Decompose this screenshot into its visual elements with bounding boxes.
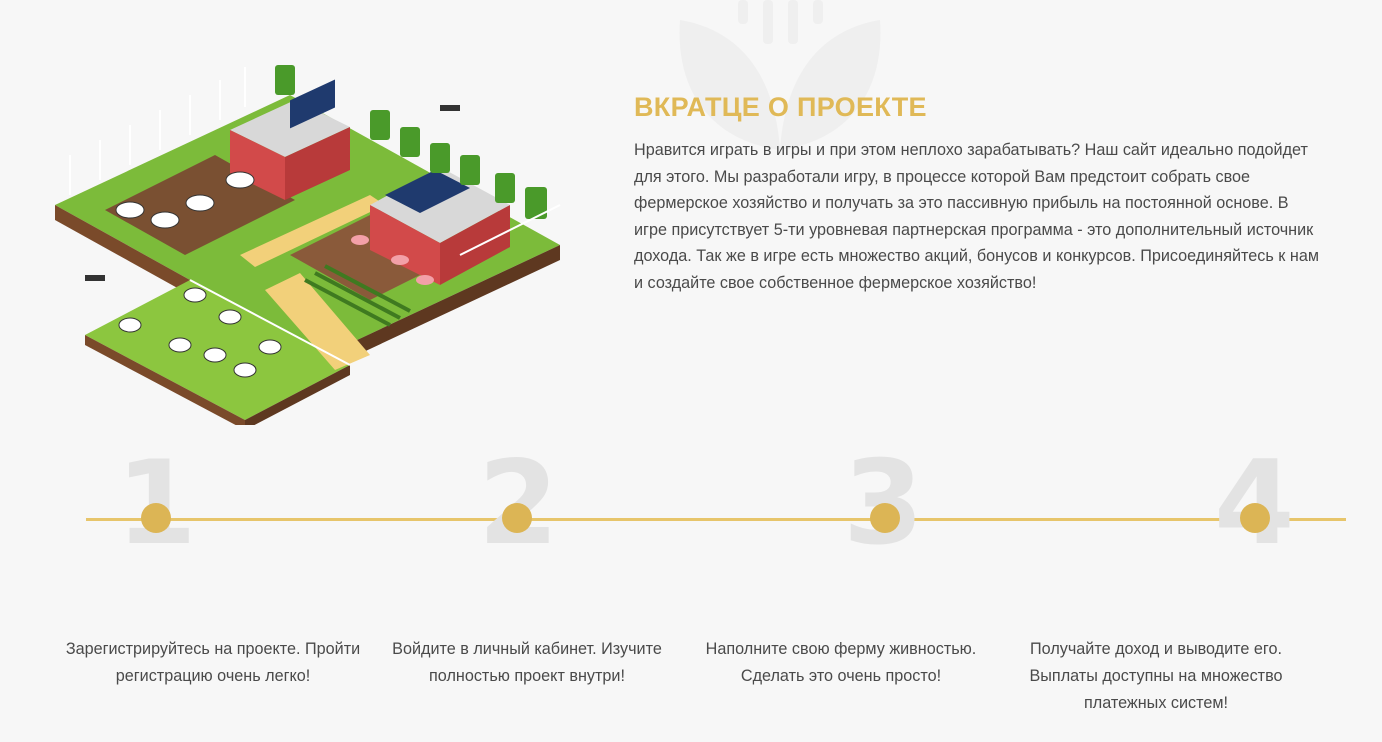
timeline-line — [86, 518, 1346, 521]
step-dot-2 — [502, 503, 532, 533]
step-text-3: Наполните свою ферму живностью. Сделать … — [705, 640, 977, 685]
step-dot-4 — [1240, 503, 1270, 533]
step-text-2: Войдите в личный кабинет. Изучите полнос… — [392, 640, 662, 685]
step-dot-1 — [141, 503, 171, 533]
about-section: ВКРАТЦЕ О ПРОЕКТЕ Нравится играть в игры… — [634, 92, 1324, 297]
about-title: ВКРАТЦЕ О ПРОЕКТЕ — [634, 92, 927, 122]
step-text-1: Зарегистрируйтесь на проекте. Пройти рег… — [65, 640, 361, 685]
about-text: Нравится играть в игры и при этом неплох… — [634, 141, 1319, 292]
plant-watermark-icon — [679, 0, 881, 150]
farm-illustration — [55, 65, 561, 425]
step-dot-3 — [870, 503, 900, 533]
step-text-4: Получайте доход и выводите его. Выплаты … — [1029, 640, 1283, 712]
